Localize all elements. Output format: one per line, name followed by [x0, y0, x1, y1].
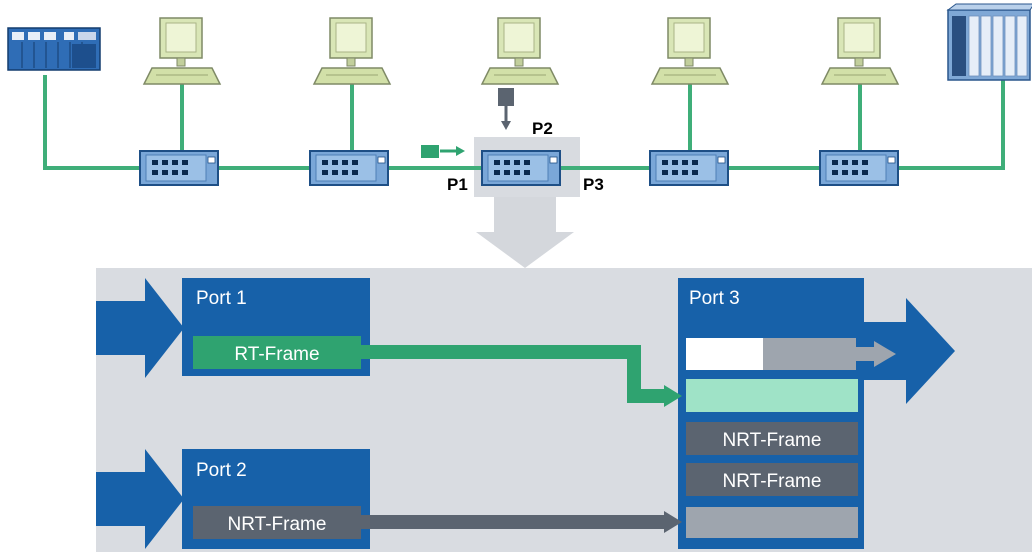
port-label-p1: P1 — [447, 175, 468, 194]
port-label-p3: P3 — [583, 175, 604, 194]
port2-input-arrow-icon — [96, 449, 184, 549]
outgoing-frame-arrow-icon — [874, 341, 896, 367]
queue-slot-sending-gray — [763, 338, 856, 370]
queue-slot-rt — [686, 379, 858, 412]
rt-frame-path — [350, 345, 668, 403]
queue-slot-sending-white — [686, 338, 763, 370]
queue-slot-incoming-nrt — [686, 507, 858, 538]
rt-frame-label: RT-Frame — [234, 344, 319, 365]
port3-output-arrow-icon — [862, 298, 955, 404]
pc-icon — [481, 17, 559, 85]
queue-slot-nrt-2 — [686, 463, 858, 496]
nrt-frame-box — [193, 506, 361, 539]
switch-icon — [819, 150, 899, 186]
plc-device-icon — [7, 27, 101, 71]
rt-frame-box — [193, 336, 361, 369]
pc-drop-lines — [180, 82, 862, 152]
queue-nrt-frame-2-label: NRT-Frame — [723, 471, 822, 492]
queue-slot-nrt-1 — [686, 422, 858, 455]
zoom-down-arrow-icon — [476, 197, 574, 268]
switch-icon — [309, 150, 389, 186]
pc-icon — [651, 17, 729, 85]
queue-nrt-frame-1-label: NRT-Frame — [723, 430, 822, 451]
port3-title: Port 3 — [689, 288, 740, 309]
switch-icon — [481, 150, 561, 186]
port3-box — [678, 278, 864, 549]
outgoing-frame-arrow-body — [856, 347, 876, 361]
nrt-frame-path-arrowhead-icon — [664, 511, 682, 533]
rt-frame-arrow-icon — [421, 145, 465, 158]
controller-rack-icon — [946, 3, 1032, 81]
nrt-frame-arrow-icon — [498, 88, 514, 130]
nrt-frame-label: NRT-Frame — [228, 514, 327, 535]
switch-icon — [139, 150, 219, 186]
rt-frame-path-arrowhead-icon — [664, 385, 682, 407]
port1-input-arrow-icon — [96, 278, 184, 378]
port-label-p2: P2 — [532, 119, 553, 138]
pc-icon — [313, 17, 391, 85]
port2-title: Port 2 — [196, 460, 247, 481]
switch-icon — [649, 150, 729, 186]
port1-title: Port 1 — [196, 288, 247, 309]
pc-icon — [143, 17, 221, 85]
pc-icon — [821, 17, 899, 85]
